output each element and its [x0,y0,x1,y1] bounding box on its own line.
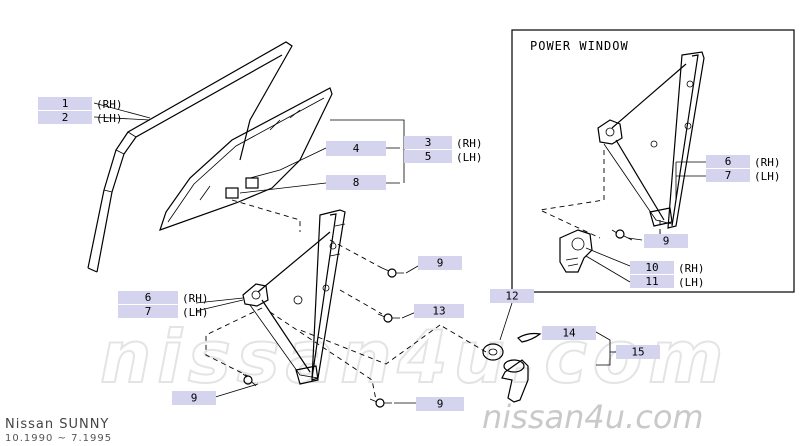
callout-9: 9 [416,397,464,411]
part-number: 14 [562,327,576,340]
callout-box [542,326,596,340]
callout-box [38,97,92,110]
callout-9: 9 [644,234,688,248]
screw-icon [369,398,392,408]
callout-1: 1 (RH) [38,97,123,111]
part-number: 7 [725,169,732,182]
part-number: 10 [645,261,658,274]
side-label: (LH) [182,306,209,319]
callout-box [172,391,216,405]
callout-2: 2 (LH) [38,111,123,125]
window-motor-icon [559,229,593,273]
part-number: 4 [353,142,360,155]
callout-11: 11 (LH) [630,275,705,289]
part-number: 6 [725,155,732,168]
part-number: 12 [505,290,518,303]
callout-15: 15 [616,345,660,359]
part-number: 1 [62,97,69,110]
callout-6: 6 (RH) [706,155,781,169]
callout-box [644,234,688,248]
part-number: 11 [645,275,658,288]
part-number: 3 [425,136,432,149]
callout-7: 7 (LH) [706,169,781,183]
callout-13: 13 [414,304,464,318]
side-label: (RH) [96,98,123,111]
side-label: (RH) [456,137,483,150]
callout-box [706,155,750,168]
callout-box [490,289,534,303]
glass-run-channel [87,41,293,273]
side-label: (RH) [182,292,209,305]
side-label: (RH) [678,262,705,275]
callout-6: 6 (RH) [118,291,209,305]
callout-8: 8 [326,175,386,190]
callout-box [630,261,674,274]
inset-title: POWER WINDOW [530,39,629,53]
callout-box [118,291,178,304]
callout-box [326,141,386,156]
part-number: 9 [437,257,444,270]
part-number: 6 [145,291,152,304]
clip-icon [517,332,542,343]
callout-box [414,304,464,318]
callout-box [118,305,178,318]
side-label: (LH) [678,276,705,289]
part-number: 8 [353,176,360,189]
callout-box [616,345,660,359]
callout-box [418,256,462,270]
side-label: (RH) [754,156,781,169]
part-number: 9 [663,235,670,248]
callout-box [706,169,750,182]
regulator-handle-icon [501,359,529,403]
callout-4: 4 [326,141,386,156]
callout-box [416,397,464,411]
part-number: 9 [437,398,444,411]
callout-7: 7 (LH) [118,305,209,319]
part-number: 7 [145,305,152,318]
callout-box [38,111,92,124]
callout-box [404,136,452,149]
part-number: 5 [425,150,432,163]
screw-icon [381,267,404,278]
callout-box [630,275,674,288]
callout-9: 9 [172,391,216,405]
power-window-inset: POWER WINDOW [511,29,795,293]
site-watermark: nissan4u.com [482,398,704,436]
callout-14: 14 [542,326,596,340]
callout-5: 5 (LH) [404,150,483,164]
side-label: (LH) [96,112,123,125]
part-number: 15 [631,346,644,359]
callout-3: 3 (RH) [404,136,483,150]
callout-12: 12 [490,289,534,303]
part-number: 2 [62,111,69,124]
callout-box [404,150,452,163]
model-years: 10.1990 ~ 7.1995 [5,433,112,444]
callout-9: 9 [418,256,462,270]
screw-icon [377,313,400,323]
manual-regulator [242,209,346,385]
side-label: (LH) [456,151,483,164]
callout-box [326,175,386,190]
part-number: 9 [191,392,198,405]
part-number: 13 [432,305,445,318]
callout-10: 10 (RH) [630,261,705,275]
callout-labels: 1 (RH) 2 (LH) 3 (RH) 4 5 (LH) 8 9 6 (RH) 7 (LH) 13 12 14 1… [38,97,781,411]
model-name: Nissan SUNNY [5,417,109,432]
door-glass [159,87,333,231]
washer-icon [482,343,504,361]
side-label: (LH) [754,170,781,183]
